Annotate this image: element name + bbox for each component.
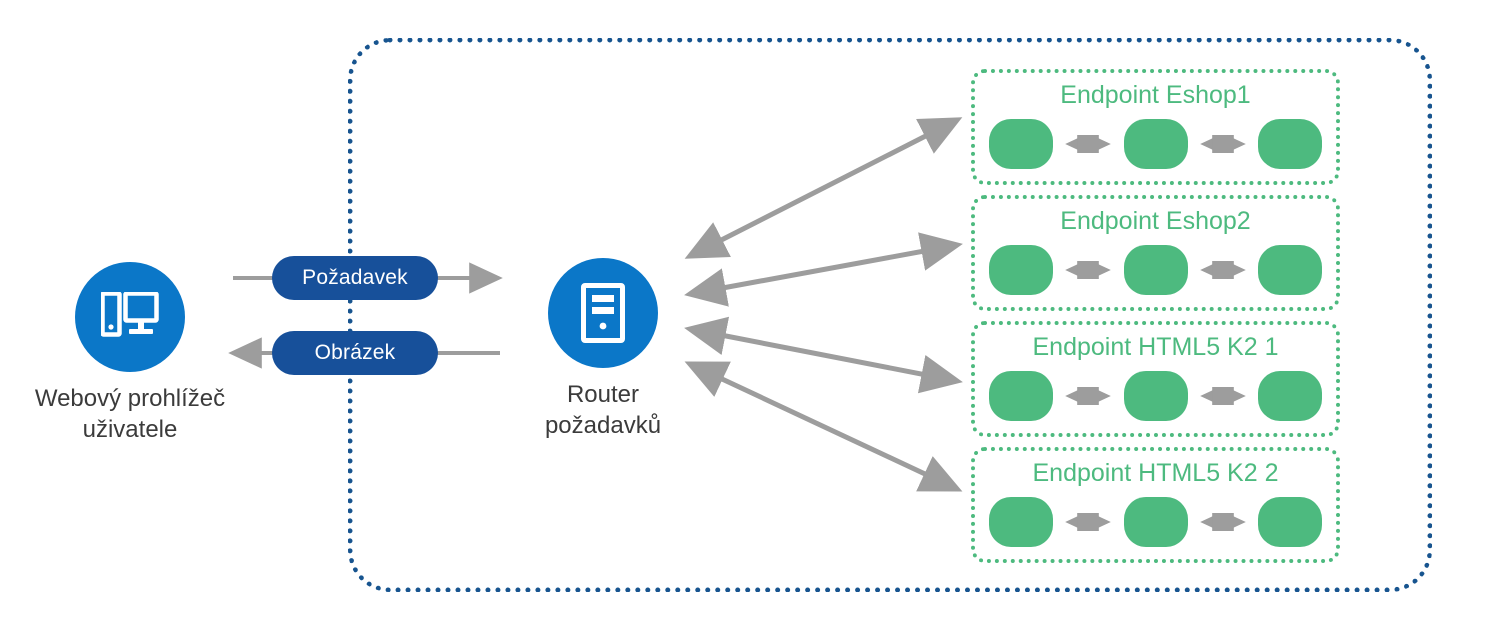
service-node[interactable] xyxy=(1258,119,1322,169)
endpoint-service-row xyxy=(989,370,1322,422)
service-node[interactable] xyxy=(1123,371,1188,421)
node-request-router[interactable]: Router požadavků xyxy=(518,258,688,441)
service-link-arrow xyxy=(1199,387,1246,405)
web-browser-caption: Webový prohlížeč uživatele xyxy=(34,385,226,443)
endpoint-service-row xyxy=(989,118,1322,170)
desktop-computer-icon xyxy=(101,292,159,337)
link-label-request-text: Požadavek xyxy=(302,266,408,289)
service-link-arrow xyxy=(1199,261,1246,279)
service-link-arrow xyxy=(1199,513,1246,531)
endpoint-title: Endpoint Eshop2 xyxy=(1060,207,1251,235)
web-browser-disc xyxy=(75,262,185,372)
server-boundary-container xyxy=(348,38,1432,592)
service-node[interactable] xyxy=(1258,245,1322,295)
service-link-arrow xyxy=(1065,261,1112,279)
endpoint-group-html5-k2-1[interactable]: Endpoint HTML5 K2 1 xyxy=(971,321,1340,437)
service-node[interactable] xyxy=(989,371,1053,421)
node-web-browser[interactable]: Webový prohlížeč uživatele xyxy=(20,262,240,445)
request-router-caption: Router požadavků xyxy=(544,381,662,439)
request-router-disc xyxy=(548,258,658,368)
link-label-image[interactable]: Obrázek xyxy=(272,331,438,375)
endpoint-group-eshop1[interactable]: Endpoint Eshop1 xyxy=(971,69,1340,185)
endpoint-group-eshop2[interactable]: Endpoint Eshop2 xyxy=(971,195,1340,311)
service-node[interactable] xyxy=(1258,497,1322,547)
service-link-arrow xyxy=(1065,135,1112,153)
endpoint-title: Endpoint HTML5 K2 1 xyxy=(1032,333,1279,361)
server-tower-icon xyxy=(581,283,625,343)
link-label-image-text: Obrázek xyxy=(314,341,396,364)
service-node[interactable] xyxy=(1123,119,1188,169)
service-link-arrow xyxy=(1199,135,1246,153)
service-node[interactable] xyxy=(1123,245,1188,295)
service-node[interactable] xyxy=(1258,371,1322,421)
service-node[interactable] xyxy=(989,119,1053,169)
endpoint-title: Endpoint Eshop1 xyxy=(1060,81,1251,109)
endpoint-group-html5-k2-2[interactable]: Endpoint HTML5 K2 2 xyxy=(971,447,1340,563)
link-label-request[interactable]: Požadavek xyxy=(272,256,438,300)
service-node[interactable] xyxy=(1123,497,1188,547)
endpoint-service-row xyxy=(989,496,1322,548)
endpoint-title: Endpoint HTML5 K2 2 xyxy=(1032,459,1279,487)
service-link-arrow xyxy=(1065,513,1112,531)
service-node[interactable] xyxy=(989,497,1053,547)
service-node[interactable] xyxy=(989,245,1053,295)
service-link-arrow xyxy=(1065,387,1112,405)
endpoint-service-row xyxy=(989,244,1322,296)
